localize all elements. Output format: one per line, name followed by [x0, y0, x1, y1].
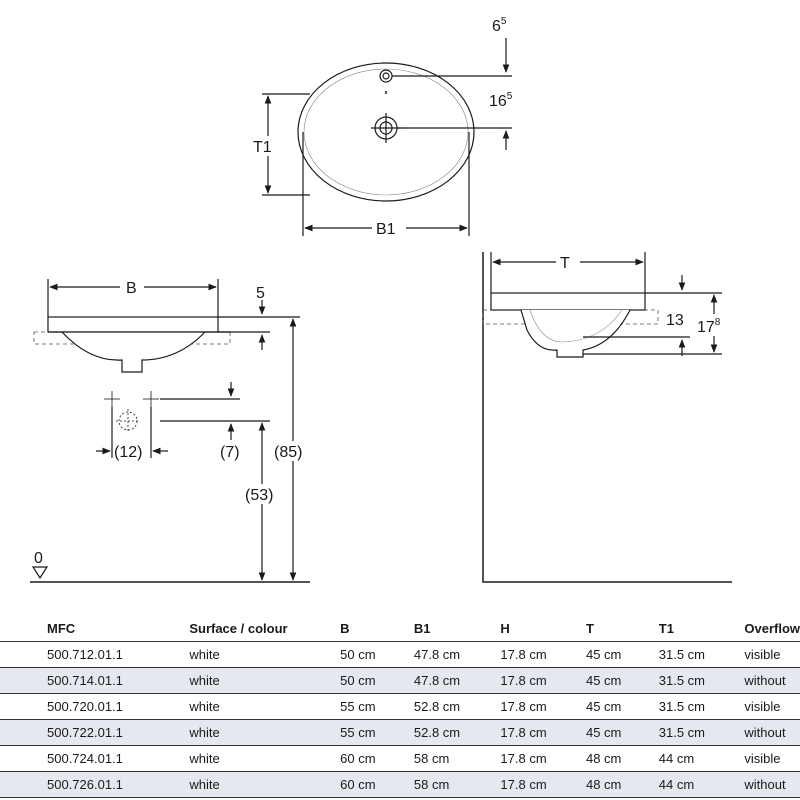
cell-mfc: 500.720.01.1	[0, 693, 190, 720]
cell-b: 50 cm	[340, 667, 414, 694]
cell-t: 48 cm	[585, 771, 659, 798]
spec-table: MFC Surface / colour B B1 H T T1 Overflo…	[0, 616, 800, 798]
cell-t: 48 cm	[585, 745, 659, 772]
table-header-row: MFC Surface / colour B B1 H T T1 Overflo…	[0, 616, 800, 642]
cell-t1: 31.5 cm	[658, 693, 745, 720]
cell-surface: white	[189, 641, 341, 668]
basin-outline	[297, 62, 475, 202]
cell-t: 45 cm	[585, 693, 659, 720]
label-b1: B1	[376, 221, 396, 238]
cell-b: 60 cm	[340, 771, 414, 798]
cell-overflow: without	[744, 719, 800, 746]
cell-h: 17.8 cm	[500, 667, 586, 694]
side-basin-rim	[490, 292, 646, 311]
label-17-8: 178	[697, 317, 721, 336]
top-view-labels: T1 B1 65 165	[248, 16, 513, 238]
cell-t: 45 cm	[585, 641, 659, 668]
top-view	[262, 38, 512, 236]
floor-zero-marker	[31, 566, 49, 580]
cell-b: 50 cm	[340, 641, 414, 668]
cell-b: 55 cm	[340, 719, 414, 746]
header-overflow: Overflow	[744, 616, 800, 642]
label-zero: 0	[34, 550, 43, 567]
front-view-labels: B 5 (12) (7) (53) (85) 0	[34, 277, 312, 567]
cell-h: 17.8 cm	[500, 693, 586, 720]
cell-surface: white	[189, 719, 341, 746]
header-h: H	[500, 616, 586, 642]
label-t: T	[560, 255, 570, 272]
cell-overflow: visible	[744, 641, 800, 668]
cell-mfc: 500.714.01.1	[0, 667, 190, 694]
cell-surface: white	[189, 771, 341, 798]
label-16-5: 165	[489, 91, 513, 110]
wall-line	[482, 252, 732, 583]
cell-b1: 47.8 cm	[413, 667, 501, 694]
cell-overflow: without	[744, 771, 800, 798]
cell-h: 17.8 cm	[500, 771, 586, 798]
table-row: 500.714.01.1 white 50 cm 47.8 cm 17.8 cm…	[0, 667, 800, 694]
header-surface-colour: Surface / colour	[189, 616, 341, 642]
cell-mfc: 500.712.01.1	[0, 641, 190, 668]
cell-h: 17.8 cm	[500, 745, 586, 772]
side-view-labels: T 13 178	[556, 252, 734, 336]
header-t: T	[585, 616, 659, 642]
connection-symbols	[104, 391, 159, 433]
front-view	[30, 279, 310, 583]
label-12: (12)	[114, 444, 142, 461]
basin-inner-rim	[303, 68, 469, 196]
table-row: 500.720.01.1 white 55 cm 52.8 cm 17.8 cm…	[0, 693, 800, 720]
tap-hole	[379, 69, 393, 83]
cell-mfc: 500.724.01.1	[0, 745, 190, 772]
header-b: B	[340, 616, 414, 642]
label-6-5: 65	[492, 16, 507, 35]
cell-t: 45 cm	[585, 719, 659, 746]
cell-b: 55 cm	[340, 693, 414, 720]
header-b1: B1	[413, 616, 501, 642]
label-53: (53)	[245, 487, 273, 504]
table-row: 500.722.01.1 white 55 cm 52.8 cm 17.8 cm…	[0, 719, 800, 746]
cell-surface: white	[189, 667, 341, 694]
cell-h: 17.8 cm	[500, 641, 586, 668]
label-b: B	[126, 280, 137, 297]
table-row: 500.726.01.1 white 60 cm 58 cm 17.8 cm 4…	[0, 771, 800, 798]
cell-overflow: without	[744, 667, 800, 694]
label-85: (85)	[274, 444, 302, 461]
cell-surface: white	[189, 745, 341, 772]
label-13: 13	[666, 312, 684, 329]
cell-b: 60 cm	[340, 745, 414, 772]
cell-b1: 58 cm	[413, 745, 501, 772]
cell-overflow: visible	[744, 693, 800, 720]
cell-surface: white	[189, 693, 341, 720]
side-basin-bowl	[520, 309, 631, 358]
side-view	[482, 252, 732, 583]
drain-symbol	[371, 113, 401, 143]
basin-rim	[47, 316, 219, 333]
cell-t1: 31.5 cm	[658, 641, 745, 668]
label-t1: T1	[253, 139, 272, 156]
cell-h: 17.8 cm	[500, 719, 586, 746]
cell-overflow: visible	[744, 745, 800, 772]
cell-b1: 52.8 cm	[413, 693, 501, 720]
table-row: 500.724.01.1 white 60 cm 58 cm 17.8 cm 4…	[0, 745, 800, 772]
cell-b1: 47.8 cm	[413, 641, 501, 668]
cell-t1: 31.5 cm	[658, 667, 745, 694]
cell-b1: 58 cm	[413, 771, 501, 798]
label-5: 5	[256, 285, 265, 302]
cell-t1: 44 cm	[658, 745, 745, 772]
cell-mfc: 500.726.01.1	[0, 771, 190, 798]
header-mfc: MFC	[0, 616, 190, 642]
cell-t: 45 cm	[585, 667, 659, 694]
cell-t1: 31.5 cm	[658, 719, 745, 746]
technical-drawing: T1 B1 65 165	[30, 16, 734, 583]
label-7: (7)	[220, 444, 240, 461]
basin-bowl	[61, 331, 206, 373]
cell-b1: 52.8 cm	[413, 719, 501, 746]
cell-t1: 44 cm	[658, 771, 745, 798]
table-row: 500.712.01.1 white 50 cm 47.8 cm 17.8 cm…	[0, 641, 800, 668]
header-t1: T1	[658, 616, 745, 642]
cell-mfc: 500.722.01.1	[0, 719, 190, 746]
